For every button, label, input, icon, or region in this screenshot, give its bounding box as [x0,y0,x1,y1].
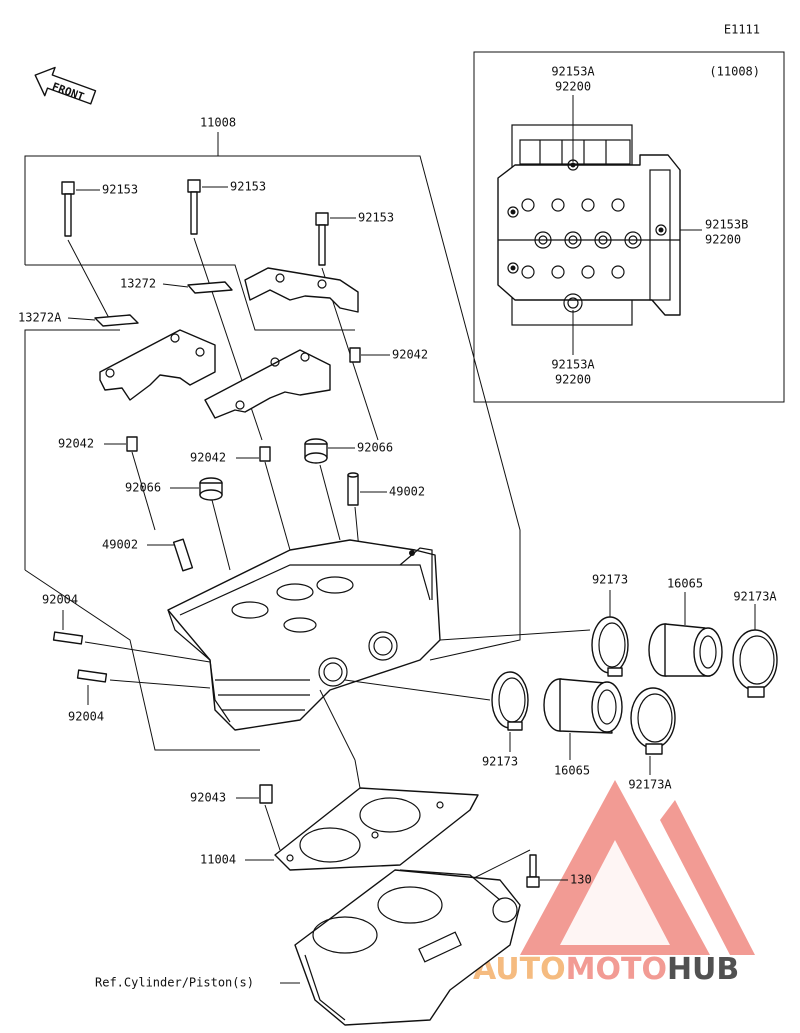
watermark-triangle-inner-icon [560,840,670,945]
bolt-92153-a: 92153 [61,181,138,321]
label-ref-cylinder: Ref.Cylinder/Piston(s) [95,976,254,990]
label-92173a-b: 92173A [628,778,672,792]
label-130: 130 [570,873,592,887]
label-92004-a: 92004 [42,593,78,607]
camshaft-cap-upper [244,267,359,313]
label-92066-b: 92066 [125,481,161,495]
inset-label-bottom-b: 92200 [555,373,591,387]
guide-49002-a: 49002 [347,472,425,561]
bracket-13272a: 13272A [18,311,139,327]
label-92042-c: 92042 [392,348,428,362]
front-arrow-icon: FRONT [34,66,97,105]
assembly-frame-lower [24,569,356,761]
inset-label-right-b: 92200 [705,233,741,247]
seal-92066-a: 92066 [304,438,393,541]
cylinder-block: Ref.Cylinder/Piston(s) [95,869,521,1026]
inset-assembly-ref: (11008) [709,65,760,79]
clamp-92173-b: 92173 [344,671,529,769]
label-11008: 11008 [200,116,236,130]
bracket-13272: 13272 [120,277,233,294]
inset-label-right-a: 92153B [705,218,748,232]
stud-92004-a: 92004 [42,593,211,663]
label-92042-b: 92042 [190,451,226,465]
camshaft-cap-right [204,349,331,419]
watermark-text: AUTOMOTOHUB [473,952,739,987]
dowel-92042-a: 92042 [58,436,156,531]
label-49002-a: 49002 [389,485,425,499]
bolt-92153-b: 92153 [187,179,266,441]
inset-label-top-b: 92200 [555,80,591,94]
label-92043: 92043 [190,791,226,805]
label-92173-a: 92173 [592,573,628,587]
inset-head-top-view [497,124,681,326]
bolt-130: 130 [469,849,592,888]
label-16065-b: 16065 [554,764,590,778]
holder-16065-a: 16065 [648,577,723,677]
label-92066-a: 92066 [357,441,393,455]
dowel-92042-b: 92042 [190,446,291,551]
label-13272a: 13272A [18,311,62,325]
label-16065-a: 16065 [667,577,703,591]
label-92173-b: 92173 [482,755,518,769]
label-92153-c: 92153 [358,211,394,225]
holder-16065-b: 16065 [543,678,623,778]
stud-92004-b: 92004 [68,669,211,724]
assembly-frame-11008: 11008 [24,116,521,661]
guide-49002-b: 49002 [102,538,194,572]
cylinder-head [167,539,441,731]
head-gasket-11004: 11004 [200,759,479,871]
label-13272: 13272 [120,277,156,291]
clamp-92173a-b: 92173A [628,687,676,792]
diagram-code: E1111 [724,23,760,37]
clamp-92173a-a: 92173A [439,590,778,698]
inset-label-top-a: 92153A [551,65,595,79]
watermark-logo: AUTOMOTOHUB [473,780,755,987]
seal-92066-b: 92066 [125,477,231,571]
label-92153-b: 92153 [230,180,266,194]
dowel-92043: 92043 [190,784,281,851]
dowel-92042-c: 92042 [349,347,428,363]
watermark-part2: MOTO [566,952,667,987]
inset-label-bottom-a: 92153A [551,358,595,372]
label-92004-b: 92004 [68,710,104,724]
label-11004: 11004 [200,853,236,867]
watermark-part3: HUB [667,952,739,987]
clamp-92173-a: 92173 [591,573,629,677]
bolt-92153-c: 92153 [315,211,394,441]
label-92153-a: 92153 [102,183,138,197]
label-92042-a: 92042 [58,437,94,451]
label-49002-b: 49002 [102,538,138,552]
camshaft-cap-left [99,329,216,401]
inset-panel: (11008) 92153A 92200 92153B 92200 92153A… [473,51,785,403]
label-92173a-a: 92173A [733,590,777,604]
